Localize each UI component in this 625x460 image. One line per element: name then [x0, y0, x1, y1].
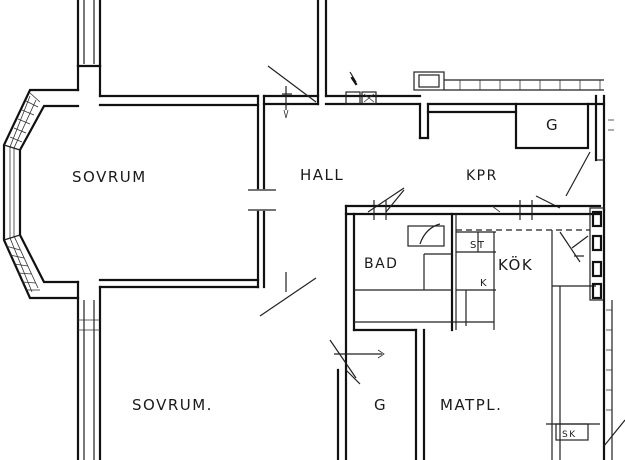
room-label-st: ST	[470, 240, 485, 251]
wall-bedroom-1	[98, 94, 276, 289]
room-label-matpl: MATPL.	[440, 396, 502, 414]
right-appliance-column	[546, 207, 625, 460]
hall-door-lower	[259, 272, 385, 385]
room-label-hall: HALL	[300, 166, 344, 184]
wall-top-right	[418, 79, 614, 212]
room-label-sovrum-2: SOVRUM.	[132, 396, 213, 414]
wall-bath-kitchen	[344, 189, 602, 460]
room-label-sovrum-1: SOVRUM	[72, 168, 147, 186]
bay-window	[2, 88, 80, 300]
room-label-k: K	[480, 278, 488, 289]
room-label-bad: BAD	[364, 256, 398, 272]
hall-partition	[367, 187, 501, 213]
wall-corridor-left	[76, 0, 102, 98]
entrance-door	[267, 65, 317, 119]
wall-bedroom-2	[76, 280, 426, 460]
room-label-kpr: KPR	[466, 168, 498, 184]
room-label-g-top: G	[546, 116, 559, 134]
wall-hall-top	[262, 0, 445, 106]
room-label-kok: KÖK	[498, 255, 533, 274]
room-label-sk: SK	[562, 430, 577, 440]
kpr-door	[535, 151, 591, 209]
room-label-g-bottom: G	[374, 396, 387, 414]
